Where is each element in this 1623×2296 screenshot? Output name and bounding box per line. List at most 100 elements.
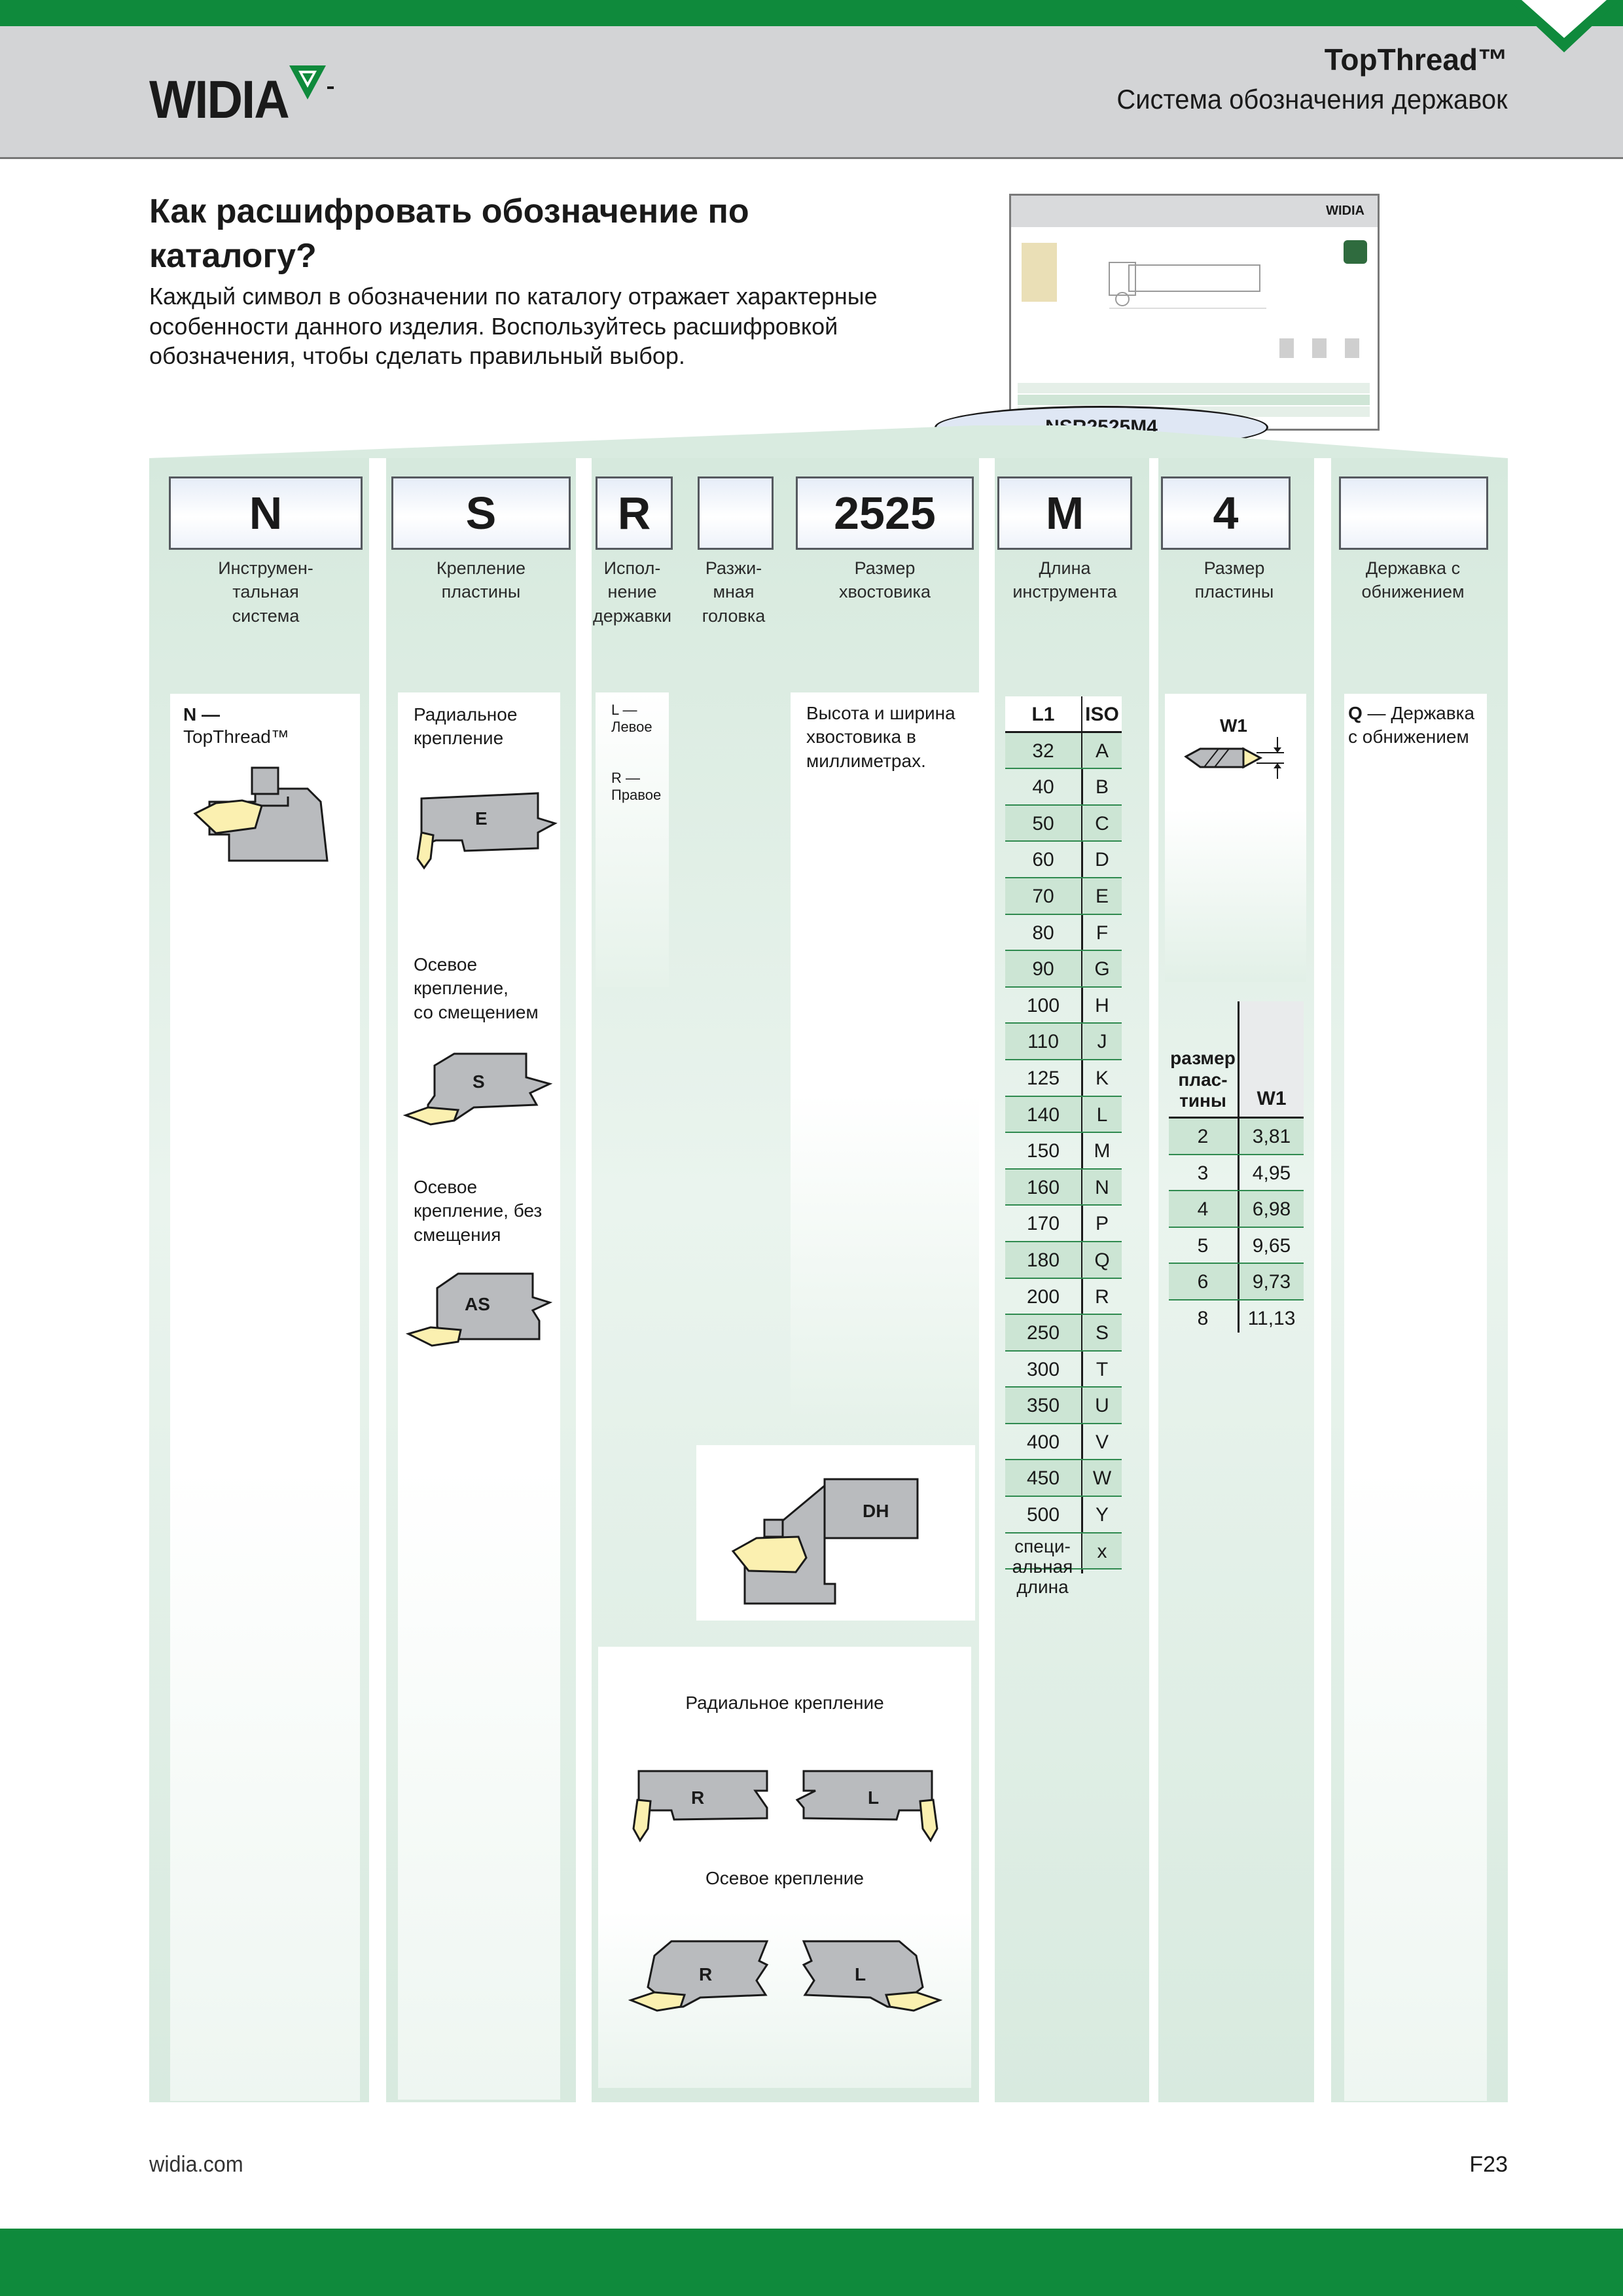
code-box-system: N — [169, 476, 363, 550]
thumbnail-header — [1011, 196, 1378, 227]
label-clamping: Крепление пластины — [436, 558, 526, 602]
system-name: TopThread™ — [183, 726, 289, 747]
length-iso: E — [1082, 878, 1122, 914]
label-system: Инструмен- тальная система — [218, 558, 313, 626]
length-iso: F — [1096, 922, 1109, 944]
table-row: 300 T — [1005, 1352, 1122, 1388]
length-l1: 125 — [1026, 1067, 1060, 1089]
length-l1: 110 — [1005, 1024, 1081, 1059]
length-header-l1: L1 — [1005, 696, 1081, 731]
insert-width-label: W1 — [1220, 715, 1247, 736]
label-reduced: Державка с обнижением — [1361, 558, 1465, 602]
length-iso: K — [1095, 1067, 1109, 1089]
product-title: TopThread™ — [1324, 43, 1508, 77]
top-green-bar — [0, 0, 1623, 26]
label-length: Длина инструмента — [1012, 558, 1117, 602]
hand-axial-icon: R L — [628, 1940, 942, 2012]
thumbnail-inserts-icon — [1279, 338, 1359, 358]
length-iso: S — [1082, 1315, 1122, 1350]
topthread-holder-icon — [193, 766, 329, 862]
insert-w1: 6,98 — [1240, 1191, 1304, 1227]
insert-size: 4 — [1169, 1191, 1237, 1227]
length-special-label: специ- альная длина — [1012, 1536, 1073, 1597]
head-tag: DH — [863, 1501, 889, 1521]
insert-size: 5 — [1197, 1234, 1209, 1257]
length-l1: 300 — [1026, 1358, 1060, 1380]
hand-right-label: R — Правое — [611, 770, 662, 804]
thumbnail-logo: WIDIA — [1326, 204, 1364, 218]
reduced-description: Q — Державка с обнижением — [1348, 702, 1486, 749]
thumbnail-badge-icon — [1344, 240, 1367, 264]
brand-logo: WIDIA — [149, 70, 290, 130]
length-iso: H — [1095, 994, 1109, 1016]
corner-chevron-inner — [1522, 0, 1607, 38]
panel-hand — [596, 692, 669, 987]
length-l1: 32 — [1005, 732, 1081, 768]
insert-w1: 3,81 — [1240, 1119, 1304, 1154]
length-l1: 100 — [1026, 994, 1060, 1016]
length-special-code: x — [1082, 1533, 1122, 1569]
length-iso: C — [1082, 805, 1122, 841]
length-iso: T — [1096, 1358, 1109, 1380]
insert-w1: 11,13 — [1247, 1307, 1296, 1329]
clamp-axial-no-offset-label: Осевое крепление, без смещения — [414, 1177, 543, 1245]
length-iso: V — [1095, 1431, 1109, 1453]
reduced-text: — Державка с обнижением — [1348, 703, 1475, 747]
w1-header-cell: W1 — [1240, 1001, 1304, 1117]
axial-offset-clamp-tag: S — [473, 1071, 485, 1092]
reduced-code: Q — [1348, 703, 1363, 723]
designation-funnel — [149, 425, 1508, 458]
w1-table-divider — [1238, 1001, 1240, 1333]
code-box-clamping: S — [391, 476, 571, 550]
thumbnail-table-row — [1018, 395, 1370, 405]
panel-insert — [1165, 694, 1306, 982]
length-iso: R — [1095, 1285, 1109, 1308]
panel-reduced — [1344, 694, 1487, 2101]
insert-w1: 4,95 — [1252, 1162, 1291, 1184]
insert-size: 8 — [1197, 1307, 1209, 1329]
thumbnail-drawing-icon — [1109, 262, 1266, 309]
length-iso: B — [1095, 776, 1109, 798]
table-row-special: x — [1005, 1533, 1122, 1570]
insert-width-icon: W1 — [1184, 715, 1284, 779]
code-box-insert: 4 — [1161, 476, 1291, 550]
code-box-length: M — [997, 476, 1132, 550]
hand-axial-left-tag: L — [855, 1964, 866, 1984]
w1-header: W1 — [1257, 1088, 1287, 1109]
code-box-reduced — [1339, 476, 1488, 550]
length-iso: D — [1095, 849, 1109, 871]
length-l1: 60 — [1032, 849, 1054, 871]
hand-axial-right-tag: R — [699, 1964, 712, 1984]
insert-size-table-header: размер плас- тины W1 — [1169, 1001, 1304, 1119]
widia-triangle-icon — [289, 65, 334, 99]
catalog-page-thumbnail: WIDIA — [1009, 194, 1380, 431]
length-l1: 250 — [1005, 1315, 1081, 1350]
length-table-header: L1 ISO — [1005, 696, 1122, 733]
length-table-divider — [1081, 696, 1083, 1573]
radial-clamp-icon: E — [416, 792, 558, 870]
panel-system — [170, 694, 360, 2101]
panel-clamping — [398, 692, 560, 2100]
length-iso: M — [1094, 1140, 1111, 1162]
insert-size: 3 — [1197, 1162, 1209, 1184]
intro-heading: Как расшифровать обозначение по каталогу… — [149, 192, 749, 275]
hand-radial-left-tag: L — [868, 1787, 879, 1808]
insert-size: 2 — [1169, 1119, 1237, 1154]
length-l1: 180 — [1005, 1242, 1081, 1278]
